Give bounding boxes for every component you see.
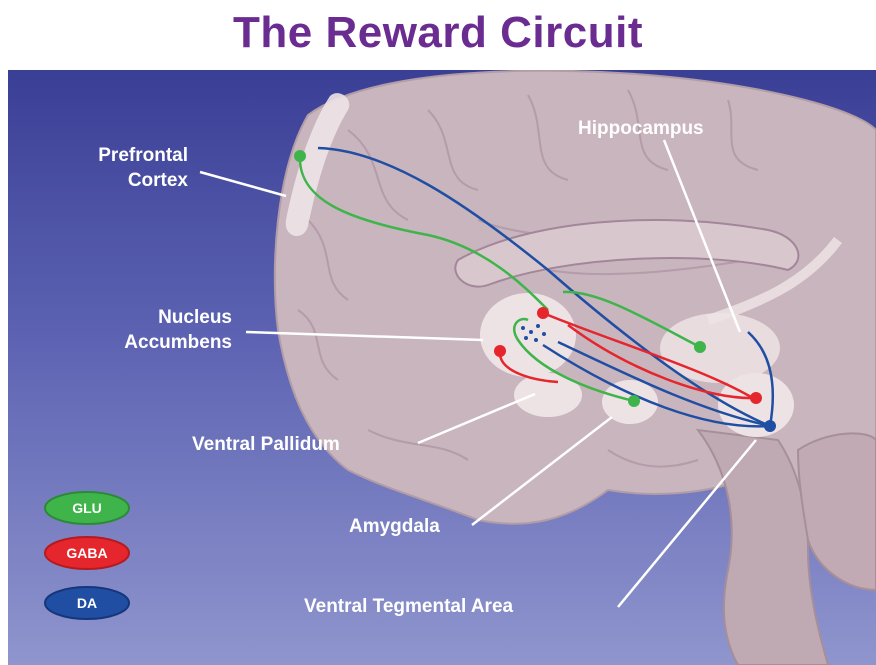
glu-neuron-pfc bbox=[294, 150, 306, 162]
diagram-panel: Prefrontal Cortex Hippocampus Nucleus Ac… bbox=[8, 70, 876, 665]
legend-item-gaba: GABA bbox=[45, 537, 129, 569]
legend: GLU GABA DA bbox=[45, 492, 129, 619]
label-amygdala: Amygdala bbox=[349, 516, 440, 537]
legend-item-glu: GLU bbox=[45, 492, 129, 524]
legend-label-da: DA bbox=[77, 595, 97, 611]
legend-item-da: DA bbox=[45, 587, 129, 619]
page-title: The Reward Circuit bbox=[0, 8, 876, 58]
reward-circuit-diagram: Prefrontal Cortex Hippocampus Nucleus Ac… bbox=[8, 70, 876, 665]
nucleus-accumbens-region bbox=[480, 293, 576, 377]
label-prefrontal-line1: Prefrontal bbox=[98, 145, 188, 166]
da-neuron-vta bbox=[764, 420, 776, 432]
callout-line-prefrontal bbox=[200, 172, 286, 196]
label-hippocampus: Hippocampus bbox=[578, 118, 704, 139]
gaba-neuron-nacc bbox=[537, 307, 549, 319]
label-accumbens-line1: Nucleus bbox=[158, 307, 232, 328]
label-ventral-pallidum: Ventral Pallidum bbox=[192, 434, 340, 455]
brain-illustration bbox=[275, 71, 876, 665]
legend-label-glu: GLU bbox=[72, 500, 102, 516]
glu-neuron-hippo bbox=[694, 341, 706, 353]
gaba-neuron-vta bbox=[750, 392, 762, 404]
cerebellum bbox=[798, 433, 876, 590]
glu-neuron-amyg bbox=[628, 395, 640, 407]
gaba-neuron-nacc-2 bbox=[494, 345, 506, 357]
label-vta: Ventral Tegmental Area bbox=[304, 596, 514, 617]
label-accumbens-line2: Accumbens bbox=[124, 332, 232, 353]
legend-label-gaba: GABA bbox=[66, 545, 107, 561]
label-prefrontal-line2: Cortex bbox=[128, 170, 189, 191]
